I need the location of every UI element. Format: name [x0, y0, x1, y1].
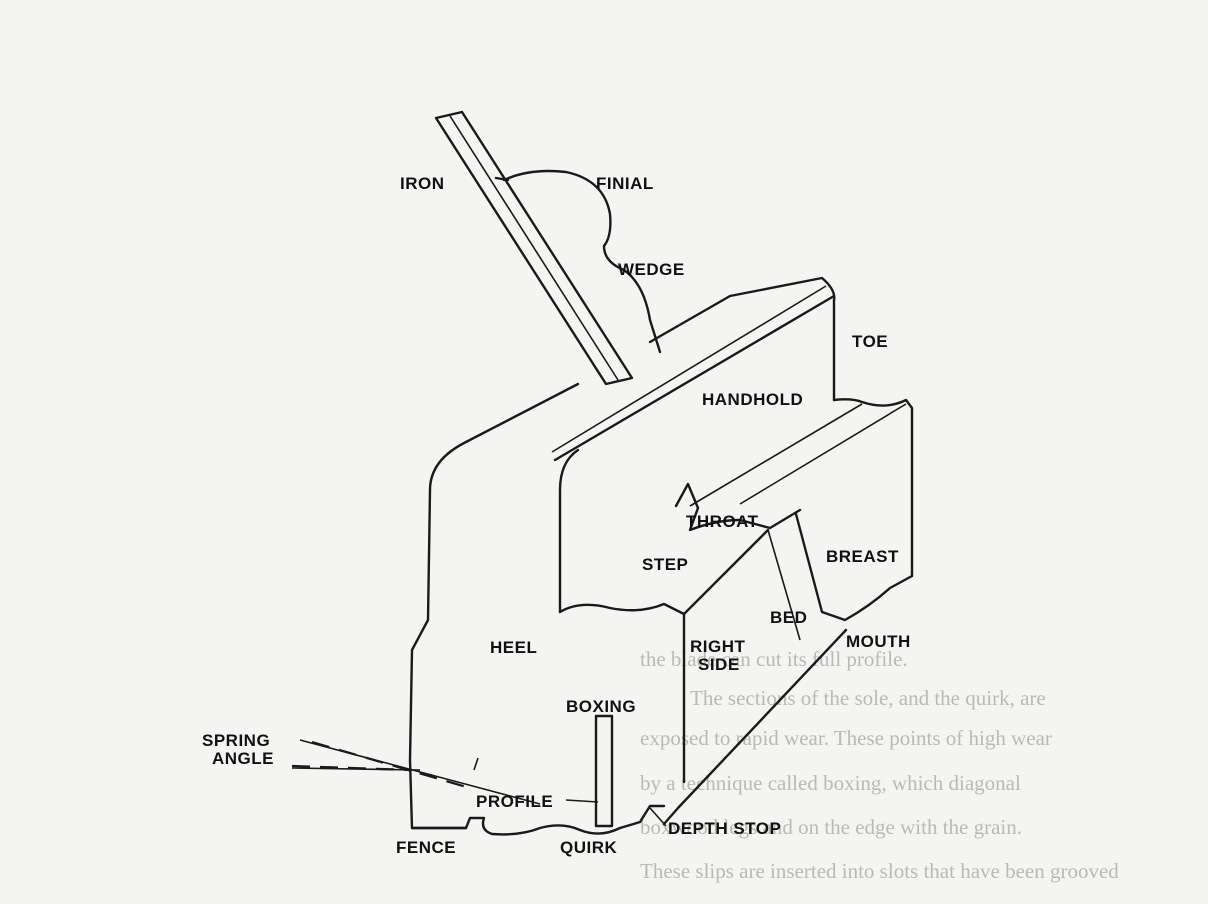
leader-lines [291, 739, 667, 827]
label-right-side-line1: RIGHT [690, 637, 746, 656]
iron-blade-edge [449, 115, 619, 381]
step-line [558, 528, 770, 616]
depth-stop-leader [649, 807, 667, 827]
labels: IRON FINIAL WEDGE TOE HANDHOLD THROAT ST… [202, 174, 911, 857]
sole-profile [410, 804, 666, 836]
iron-and-wedge [434, 110, 662, 386]
label-wedge: WEDGE [618, 260, 685, 279]
handhold-top-line [689, 403, 863, 507]
label-quirk: QUIRK [560, 838, 618, 857]
spring-angle-leader-lower [291, 767, 421, 771]
label-iron: IRON [400, 174, 445, 193]
label-finial: FINIAL [596, 174, 654, 193]
label-handhold: HANDHOLD [702, 390, 803, 409]
wedge-outline [502, 169, 662, 354]
label-profile: PROFILE [476, 792, 553, 811]
label-boxing: BOXING [566, 697, 636, 716]
heel-body-outline [408, 382, 580, 830]
label-toe: TOE [852, 332, 888, 351]
wedge-finial-base [494, 176, 510, 182]
bed-line [794, 512, 914, 622]
handhold-front-outline [558, 448, 580, 614]
plane-body [408, 276, 914, 836]
label-spring-angle-line1: SPRING [202, 731, 270, 750]
label-breast: BREAST [826, 547, 899, 566]
breast-top-line [739, 403, 907, 505]
label-step: STEP [642, 555, 688, 574]
label-spring-angle-line2: ANGLE [212, 749, 274, 768]
handhold-front-inner [553, 294, 836, 462]
throat-outline [674, 482, 802, 532]
label-bed: BED [770, 608, 807, 627]
label-throat: THROAT [686, 512, 759, 531]
handhold-curve [832, 398, 914, 578]
bleed-line-5: boxwood legs and on the edge with the gr… [640, 815, 1022, 839]
label-heel: HEEL [490, 638, 537, 657]
bleed-through-text: the blade can cut its full profile. The … [640, 647, 1119, 883]
iron-blade [434, 110, 634, 386]
bleed-line-4: by a technique called boxing, which diag… [640, 771, 1021, 795]
label-right-side-line2: SIDE [698, 655, 740, 674]
label-mouth: MOUTH [846, 632, 911, 651]
label-depth-stop: DEPTH STOP [668, 819, 781, 838]
bleed-line-2: The sections of the sole, and the quirk,… [690, 686, 1046, 710]
top-ridge-inner [551, 285, 827, 453]
top-edge [648, 276, 836, 402]
sole-right-edge [662, 628, 848, 826]
bleed-line-3: exposed to rapid wear. These points of h… [640, 726, 1052, 750]
bleed-line-6: These slips are inserted into slots that… [640, 859, 1119, 883]
bed-inner-line [767, 529, 801, 641]
boxing-strip [594, 714, 614, 828]
profile-leader [565, 799, 599, 803]
label-fence: FENCE [396, 838, 456, 857]
spring-mark [473, 757, 479, 771]
